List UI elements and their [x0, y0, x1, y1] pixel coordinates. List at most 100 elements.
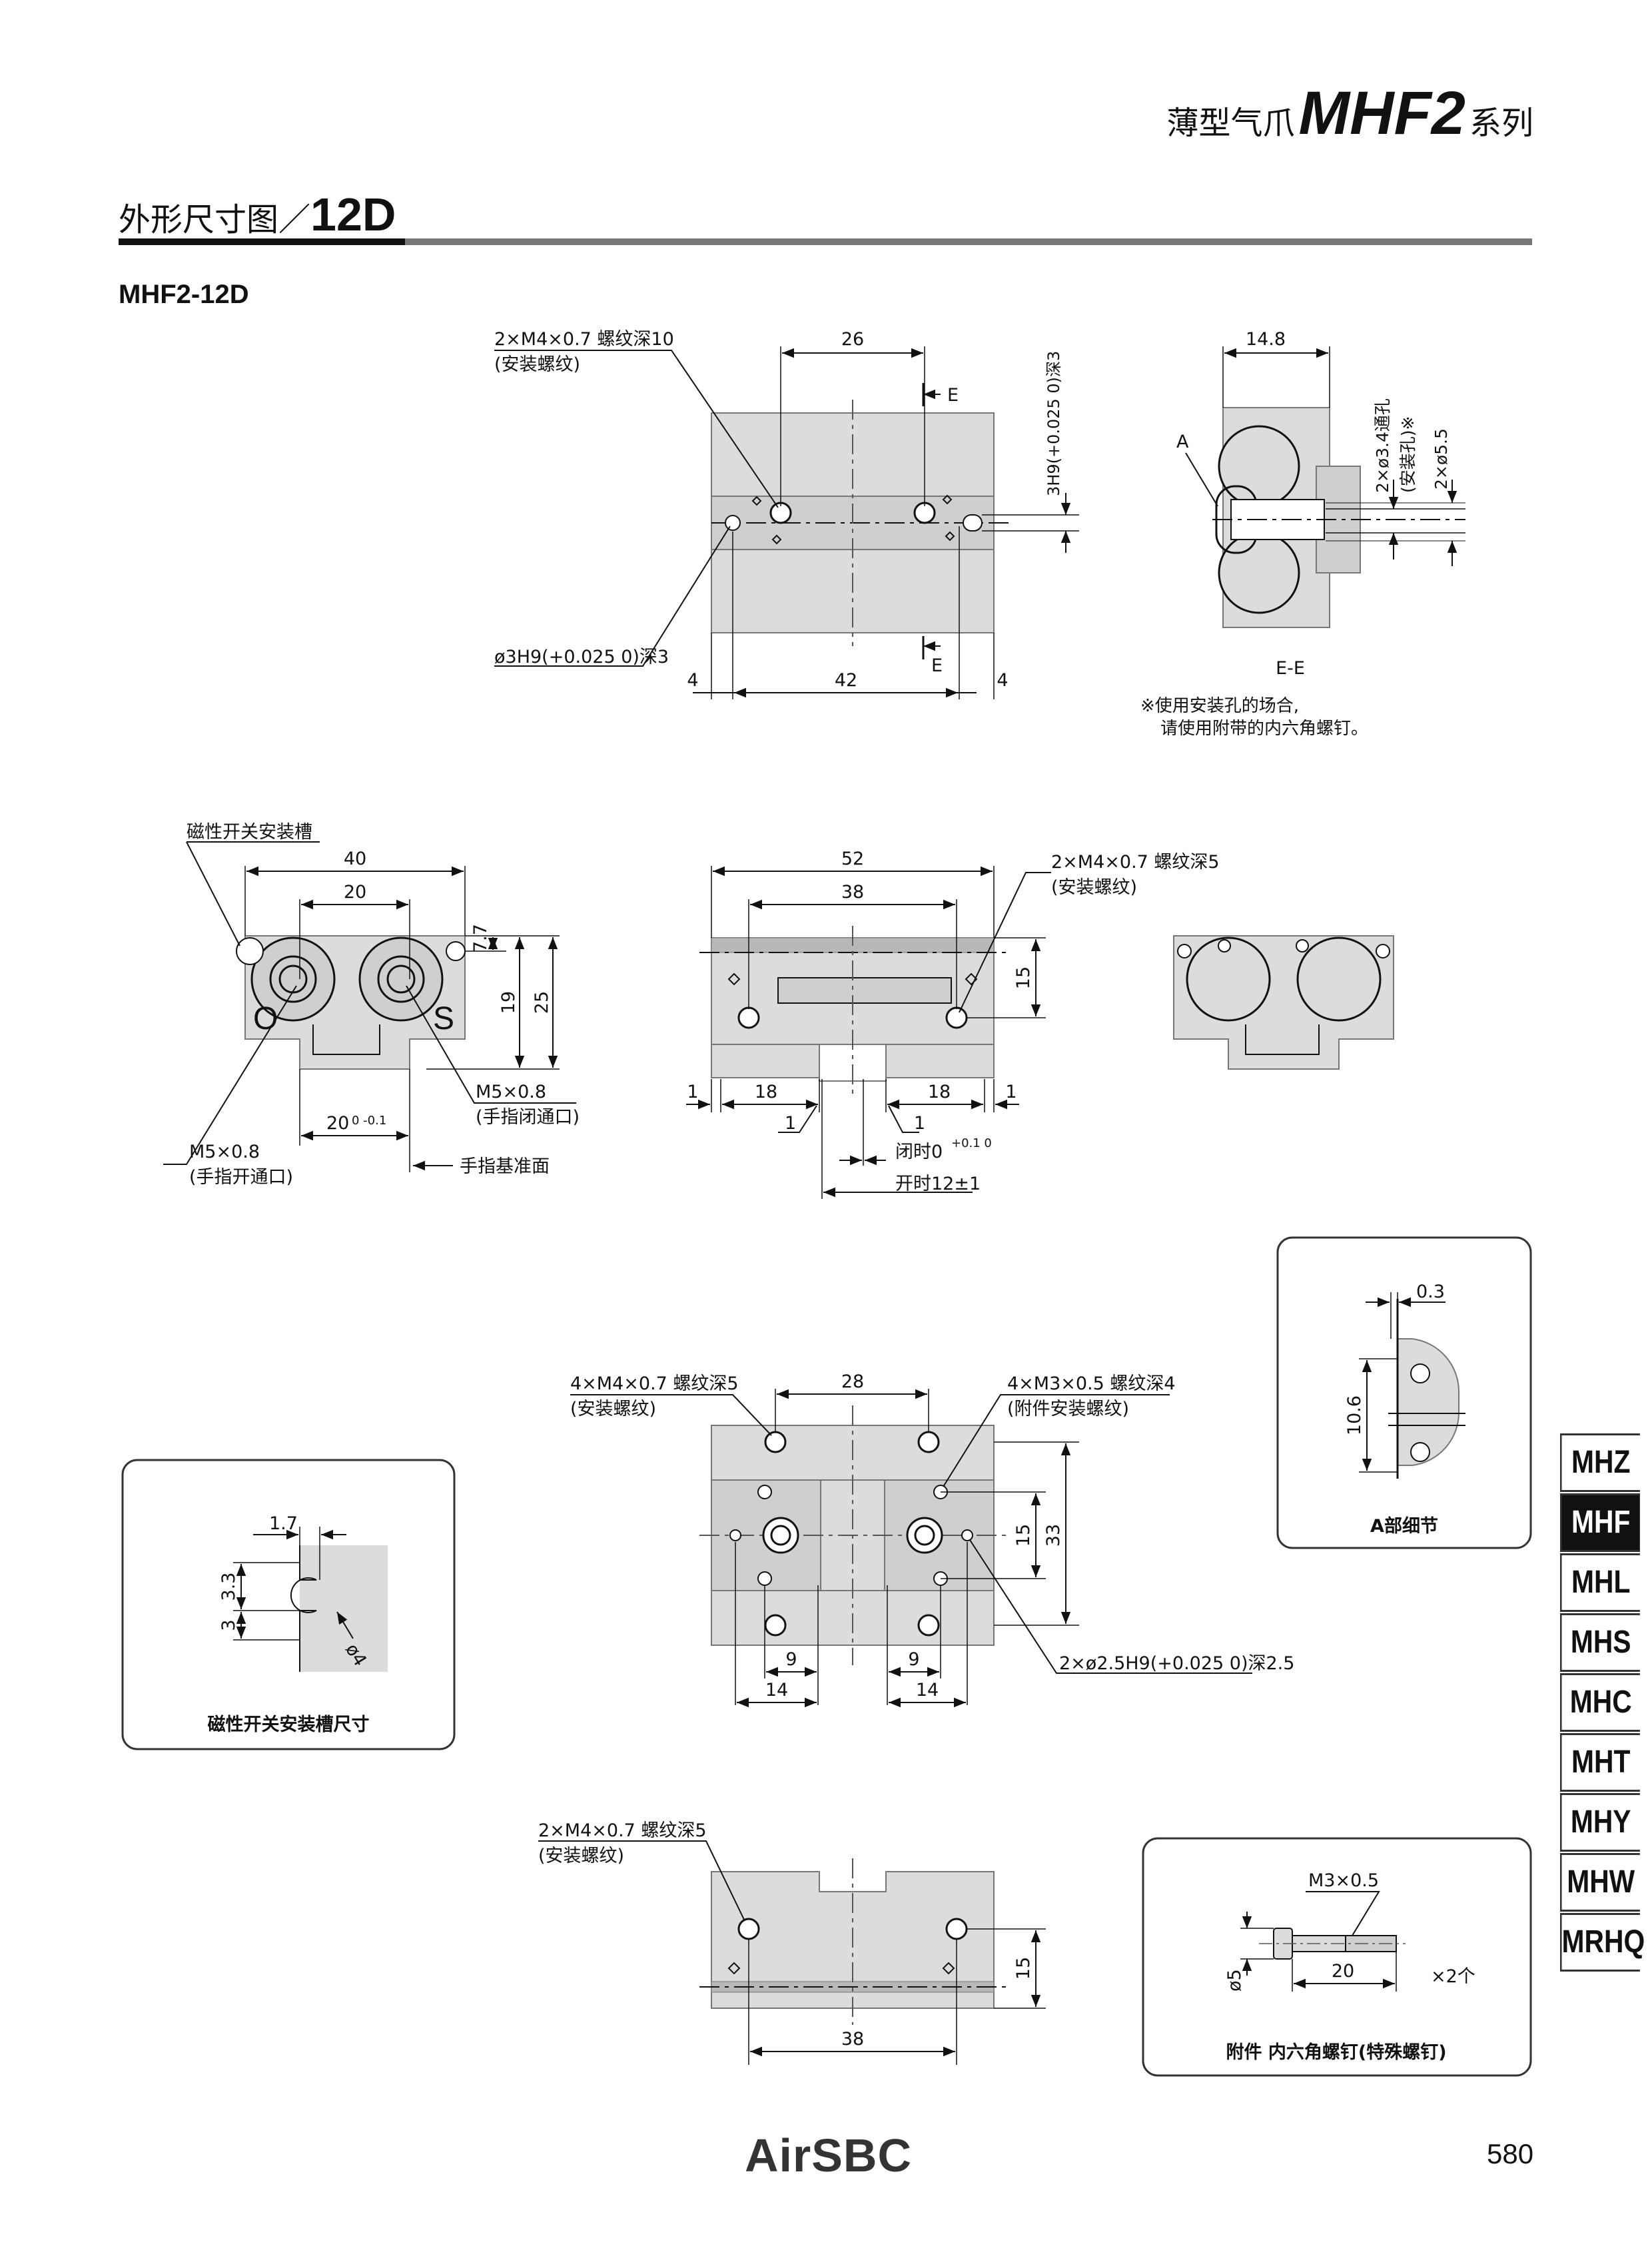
through-hole-sub: (安装孔)※ [1398, 416, 1418, 493]
section-title-ee: E-E [1276, 658, 1305, 679]
accessory-thread: M3×0.5 [1308, 1870, 1379, 1891]
dim-4-left: 4 [687, 670, 698, 691]
slot-dim-3-3: 3.3 [218, 1573, 239, 1601]
model-label: MHF2-12D [119, 280, 249, 309]
dim-28: 28 [841, 1371, 864, 1392]
datum-label: 手指基准面 [460, 1156, 550, 1177]
dim-38: 38 [841, 882, 864, 903]
bottom-dim-9-left: 9 [785, 1649, 797, 1670]
dim-1-finger-left: 1 [785, 1113, 796, 1134]
detail-a-caption: A部细节 [1370, 1515, 1438, 1537]
tab-mhy[interactable]: MHY [1560, 1793, 1640, 1852]
port-open-sub: (手指开通口) [189, 1167, 293, 1188]
dim-40: 40 [344, 849, 366, 869]
header-suffix: 系列 [1469, 105, 1533, 142]
title-rule-accent [119, 238, 405, 245]
slot-detail-panel: 1.7 3.3 3 ø4 磁性开关安装槽尺寸 [121, 1459, 456, 1750]
dim-20-tol: 20 [326, 1113, 349, 1134]
accessory-caption: 附件 内六角螺钉(特殊螺钉) [1226, 2042, 1446, 2063]
note-line-2: 请使用附带的内六角螺钉。 [1160, 719, 1368, 739]
dim-10-6: 10.6 [1344, 1395, 1365, 1435]
dim-42: 42 [835, 670, 857, 691]
end-view: O S 40 20 7.7 19 25 磁性开关安装槽 20 0 -0.1 手指… [163, 822, 580, 1188]
bottom-callout-left: 4×M4×0.7 螺纹深5 [570, 1373, 739, 1394]
dim-26: 26 [841, 329, 864, 350]
pin-hole-callout: ø3H9(+0.025 0)深3 [494, 647, 669, 667]
dim-0-3: 0.3 [1416, 1282, 1445, 1302]
side-dim-15: 15 [1013, 966, 1034, 989]
port-close-sub: (手指闭通口) [476, 1107, 580, 1128]
accessory-dim-phi5: ø5 [1224, 1969, 1245, 1992]
port-close: M5×0.8 [476, 1082, 546, 1102]
closed-label: 闭时0 [895, 1142, 943, 1162]
dim-18-right: 18 [928, 1082, 951, 1102]
section-size: 12D [310, 188, 396, 240]
header-model: MHF2 [1298, 79, 1465, 147]
accessory-dim-20: 20 [1332, 1961, 1354, 1982]
brand-logo: AirSBC [745, 2129, 913, 2181]
side-callout-sub: (安装螺纹) [1051, 877, 1137, 898]
closed-tol: +0.1 0 [951, 1136, 992, 1150]
back-view [1173, 935, 1394, 1070]
bottom-dim-33: 33 [1043, 1524, 1064, 1547]
dim-1-left: 1 [687, 1082, 698, 1102]
tab-mhl[interactable]: MHL [1560, 1553, 1640, 1612]
bottom-dim-14-right: 14 [916, 1680, 939, 1700]
header-prefix: 薄型气爪 [1166, 105, 1295, 142]
section-mark-e-top: E [947, 385, 959, 406]
slot-callout: 磁性开关安装槽 [187, 822, 312, 843]
bottom-callout-left-sub: (安装螺纹) [570, 1399, 656, 1419]
section-title-text: 外形尺寸图／ [119, 201, 311, 238]
tab-mrhq[interactable]: MRHQ [1560, 1913, 1645, 1972]
side-view: 52 38 15 2×M4×0.7 螺纹深5 (安装螺纹) 18 18 1 1 … [686, 849, 1220, 1199]
tab-mhw[interactable]: MHW [1560, 1853, 1640, 1912]
lower-callout: 2×M4×0.7 螺纹深5 [538, 1820, 707, 1841]
bottom-pin-label: 2×ø2.5H9(+0.025 0)深2.5 [1059, 1653, 1294, 1674]
accessory-panel: ø5 20 M3×0.5 ×2个 附件 内六角螺钉(特殊螺钉) [1142, 1837, 1532, 2077]
slot-dim-3: 3 [218, 1619, 239, 1631]
tab-mht[interactable]: MHT [1560, 1733, 1640, 1792]
dim-20-tol-value: 0 -0.1 [352, 1114, 386, 1128]
label-o: O [253, 1001, 278, 1036]
dim-52: 52 [841, 849, 864, 869]
dim-1-finger-right: 1 [914, 1113, 925, 1134]
lower-dim-15: 15 [1013, 1957, 1034, 1980]
bottom-dim-15: 15 [1013, 1524, 1034, 1547]
tab-mhf[interactable]: MHF [1560, 1493, 1640, 1552]
dim-7-7: 7.7 [470, 924, 491, 952]
bottom-callout-right-sub: (附件安装螺纹) [1007, 1399, 1129, 1419]
accessory-qty: ×2个 [1431, 1966, 1475, 1987]
tab-mhz[interactable]: MHZ [1560, 1433, 1640, 1492]
mount-callout: 2×M4×0.7 螺纹深10 [494, 329, 674, 350]
port-open: M5×0.8 [189, 1142, 260, 1162]
title-rule [119, 238, 1532, 245]
section-ee-view: 14.8 A 2×ø3.4通孔 (安装孔)※ 2×ø5.5 E-E ※使用安装孔… [1140, 329, 1465, 739]
counterbore-label: 2×ø5.5 [1432, 428, 1451, 490]
slot-detail-caption: 磁性开关安装槽尺寸 [208, 1714, 370, 1735]
mount-callout-sub: (安装螺纹) [494, 354, 580, 375]
top-view: 26 42 4 4 E E 3H9(+0.025 0)深3 2×M4×0.7 螺… [494, 329, 1079, 699]
lower-callout-sub: (安装螺纹) [538, 1846, 624, 1866]
section-mark-e-bottom: E [931, 655, 943, 676]
dim-4-right: 4 [997, 670, 1008, 691]
note-line-1: ※使用安装孔的场合, [1140, 696, 1299, 716]
detail-a-panel: 10.6 0.3 A部细节 [1276, 1236, 1532, 1549]
bottom-dim-9-right: 9 [908, 1649, 919, 1670]
tab-mhc[interactable]: MHC [1560, 1673, 1640, 1732]
section-title: 外形尺寸图／12D [119, 188, 396, 241]
tab-mhs[interactable]: MHS [1560, 1613, 1640, 1672]
pin-slot-label: 3H9(+0.025 0)深3 [1044, 351, 1063, 496]
dim-1-right: 1 [1005, 1082, 1017, 1102]
side-callout: 2×M4×0.7 螺纹深5 [1051, 852, 1220, 873]
label-a: A [1176, 432, 1189, 452]
through-hole-label: 2×ø3.4通孔 [1373, 398, 1392, 493]
dim-14-8: 14.8 [1246, 329, 1286, 350]
dim-25: 25 [532, 991, 552, 1014]
slot-dim-1-7: 1.7 [269, 1513, 298, 1534]
bottom-view: 28 4×M4×0.7 螺纹深5 (安装螺纹) 4×M3×0.5 螺纹深4 (附… [570, 1371, 1294, 1708]
lower-dim-38: 38 [841, 2029, 864, 2050]
lower-view: 2×M4×0.7 螺纹深5 (安装螺纹) 15 38 [538, 1820, 1046, 2065]
dim-18-left: 18 [755, 1082, 777, 1102]
